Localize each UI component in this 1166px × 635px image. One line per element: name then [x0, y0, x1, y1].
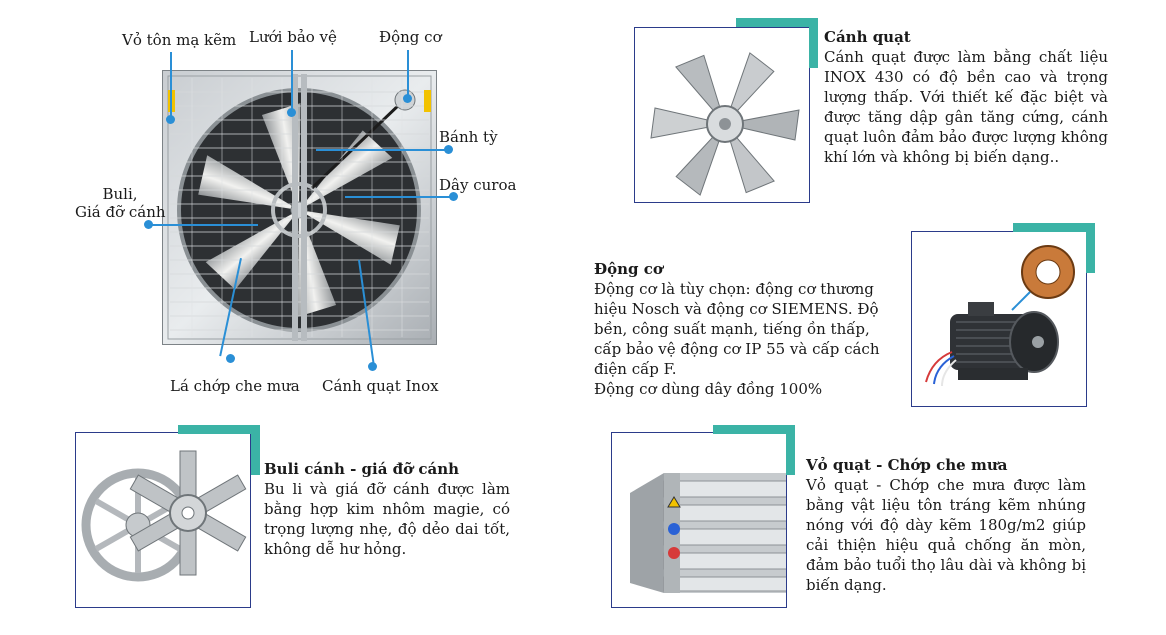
blade-body: Cánh quạt được làm bằng chất liệu INOX 4…: [824, 48, 1108, 166]
pulley-title: Buli cánh - giá đỡ cánh: [264, 460, 460, 478]
shell-illustration: [630, 473, 786, 593]
motor-description: Động cơ Động cơ là tùy chọn: động cơ thư…: [594, 259, 894, 399]
callout-belt-dot: [449, 192, 458, 201]
label-motor: Động cơ: [379, 28, 442, 46]
motor-frame-tab-v: [1086, 223, 1095, 273]
label-blade: Cánh quạt Inox: [322, 377, 439, 395]
blade-image-frame: [634, 27, 810, 203]
motor-frame-tab: [1013, 223, 1095, 232]
fan-diagram: [161, 69, 438, 346]
shell-frame-tab-v: [786, 425, 795, 475]
callout-shell: [170, 52, 172, 118]
pulley-body: Bu li và giá đỡ cánh được làm bằng hợp k…: [264, 480, 510, 558]
blade-description: Cánh quạt Cánh quạt được làm bằng chất l…: [824, 27, 1108, 167]
shell-image-frame: [611, 432, 787, 608]
motor-image-frame: [911, 231, 1087, 407]
label-shutter: Lá chớp che mưa: [170, 377, 300, 395]
label-guard: Lưới bảo vệ: [249, 28, 337, 46]
motor-illustration: [925, 245, 1075, 387]
label-pulley: Buli, Giá đỡ cánh: [75, 185, 166, 221]
callout-gear: [316, 149, 448, 151]
callout-belt: [345, 196, 453, 198]
blade-frame-tab-v: [809, 18, 818, 68]
blade-frame-tab: [736, 18, 818, 27]
callout-blade-dot: [368, 362, 377, 371]
label-shell: Vỏ tôn mạ kẽm: [122, 31, 237, 49]
fan-illustration: [161, 69, 438, 346]
shell-description: Vỏ quạt - Chớp che mưa Vỏ quạt - Chớp ch…: [806, 455, 1086, 595]
shell-body: Vỏ quạt - Chớp che mưa được làm bằng vật…: [806, 476, 1086, 594]
motor-title: Động cơ: [594, 260, 663, 278]
callout-motor: [407, 50, 409, 98]
callout-motor-dot: [403, 94, 412, 103]
pulley-frame-tab: [178, 425, 260, 434]
callout-pulley: [148, 224, 258, 226]
callout-pulley-dot: [144, 220, 153, 229]
blade-title: Cánh quạt: [824, 28, 911, 46]
motor-body: Động cơ là tùy chọn: động cơ thương hiệu…: [594, 280, 880, 378]
label-belt: Dây curoa: [439, 176, 517, 194]
callout-shutter-dot: [226, 354, 235, 363]
label-pulley-line2: Giá đỡ cánh: [75, 203, 166, 221]
callout-guard-dot: [287, 108, 296, 117]
callout-gear-dot: [444, 145, 453, 154]
callout-shell-dot: [166, 115, 175, 124]
motor-body2: Động cơ dùng dây đồng 100%: [594, 380, 823, 398]
shell-frame-tab: [713, 425, 795, 434]
pulley-description: Buli cánh - giá đỡ cánh Bu li và giá đỡ …: [264, 459, 510, 559]
pulley-illustration: [81, 450, 247, 582]
blade-illustration: [650, 52, 800, 196]
pulley-frame-tab-v: [251, 425, 260, 475]
callout-guard: [291, 50, 293, 112]
pulley-image-frame: [75, 432, 251, 608]
label-pulley-line1: Buli,: [102, 185, 138, 203]
shell-title: Vỏ quạt - Chớp che mưa: [806, 456, 1008, 474]
label-gear: Bánh tỳ: [439, 128, 498, 146]
